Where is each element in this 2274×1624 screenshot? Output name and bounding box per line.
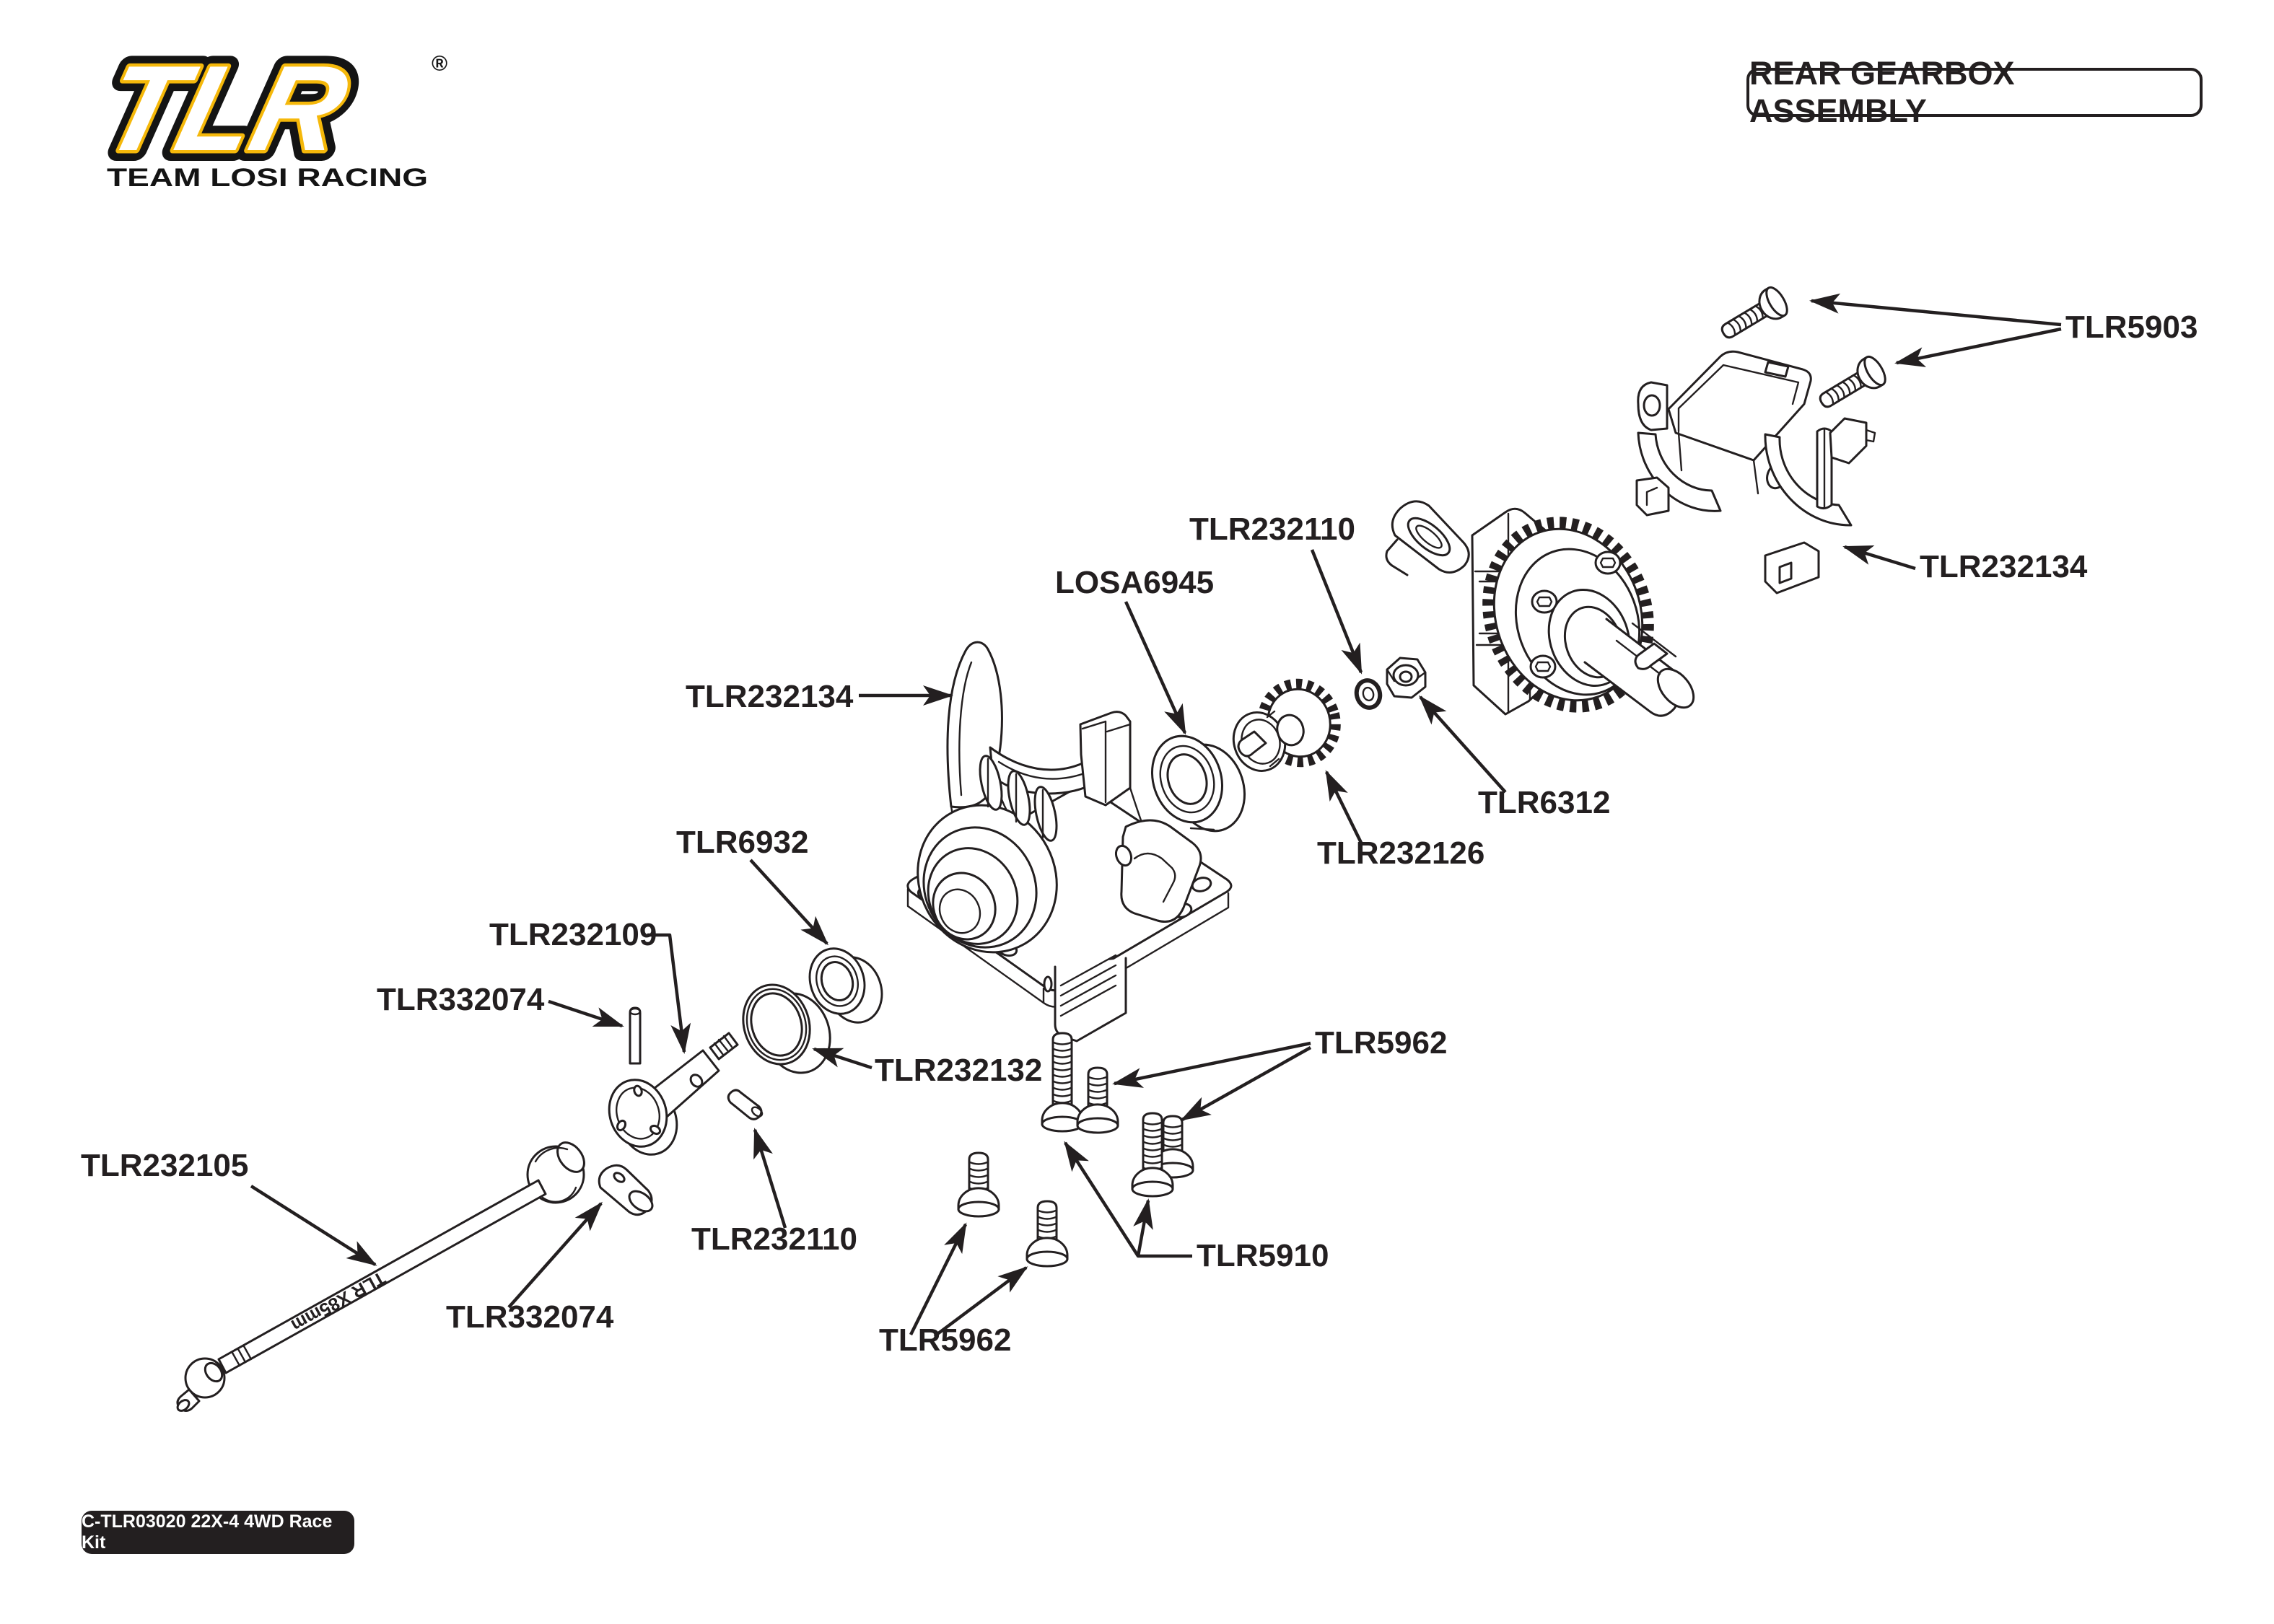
page-title-text: REAR GEARBOX ASSEMBLY xyxy=(1749,55,2015,129)
logo-text: TLR xyxy=(91,42,360,176)
leader-tlr232105-0 xyxy=(250,1185,377,1266)
leader-tlr5910-1 xyxy=(1133,1198,1153,1257)
screw-0 xyxy=(1041,1032,1084,1133)
screw-5 xyxy=(1026,1200,1069,1268)
leader-tlr232110-top-0 xyxy=(1310,549,1363,675)
pin-tlr232110 xyxy=(727,1089,764,1120)
leader-tlr5903-0 xyxy=(1809,293,2062,327)
callout-tlr6312: TLR6312 xyxy=(1478,785,1610,820)
locknut-tlr6312 xyxy=(1386,657,1427,699)
bearing-tlr6932 xyxy=(808,947,883,1024)
leader-tlr6312-0 xyxy=(1419,695,1507,794)
logo-subtext: TEAM LOSI RACING xyxy=(107,164,428,192)
callout-tlr232105: TLR232105 xyxy=(81,1148,248,1183)
screw-angled-1 xyxy=(1819,355,1886,408)
coupler-tlr332074 xyxy=(598,1164,654,1216)
leader-tlr232126-0 xyxy=(1324,770,1363,843)
bearing-losa6945 xyxy=(1150,734,1246,833)
tlr-logo: TLR TLR ® TEAM LOSI RACING xyxy=(80,30,466,201)
pin-tlr332074-top xyxy=(629,1006,642,1065)
callout-tlr232110-top: TLR232110 xyxy=(1189,512,1355,547)
leader-tlr5962-bottom-0 xyxy=(909,1222,968,1336)
shaft-marking: TLR X85mm xyxy=(288,1268,389,1336)
differential-assembly xyxy=(1385,500,1695,717)
callout-tlr5962-top: TLR5962 xyxy=(1315,1025,1447,1061)
screw-3 xyxy=(1131,1112,1174,1198)
callout-tlr232132: TLR232132 xyxy=(875,1053,1042,1088)
callout-tlr232110-bottom: TLR232110 xyxy=(691,1221,857,1257)
part-callouts: TLR5903TLR232134TLR232110LOSA6945TLR2321… xyxy=(81,310,2198,1358)
callout-tlr232126: TLR232126 xyxy=(1317,835,1484,871)
callout-tlr6932: TLR6932 xyxy=(676,825,808,860)
page-title: REAR GEARBOX ASSEMBLY xyxy=(1746,55,2203,129)
callout-tlr232109: TLR232109 xyxy=(489,917,657,952)
leader-tlr232134-right-0 xyxy=(1842,545,1916,571)
screws-group xyxy=(957,286,1886,1268)
gearbox-housing-main xyxy=(906,641,1233,1043)
leader-tlr232132-0 xyxy=(812,1047,873,1070)
logo-text-outline: TLR xyxy=(91,42,360,176)
leader-tlr5962-top-1 xyxy=(1180,1046,1312,1121)
leader-tlr5903-1 xyxy=(1894,327,2062,367)
leader-tlr6932-0 xyxy=(749,859,829,946)
leader-tlr232109-0 xyxy=(647,933,691,1054)
kit-badge-text: C-TLR03020 22X-4 4WD Race Kit xyxy=(82,1511,333,1553)
bushing-tlr232132 xyxy=(742,983,831,1074)
callout-tlr332074-bottom: TLR332074 xyxy=(446,1299,614,1335)
gearbox-half-rear xyxy=(1635,350,1876,594)
leader-tlr232110-bottom-0 xyxy=(753,1128,787,1229)
callout-tlr332074-top: TLR332074 xyxy=(377,982,545,1017)
callout-losa6945: LOSA6945 xyxy=(1055,565,1214,600)
leader-tlr5962-bottom-1 xyxy=(933,1266,1028,1338)
kit-badge: C-TLR03020 22X-4 4WD Race Kit xyxy=(82,1511,354,1554)
leader-tlr332074-bottom-0 xyxy=(507,1201,603,1309)
stub-axle-tlr232109 xyxy=(608,1032,739,1156)
tlr-logo-graphic: TLR TLR ® TEAM LOSI RACING xyxy=(80,30,448,192)
screw-angled-0 xyxy=(1720,286,1788,339)
washer-tlr232110 xyxy=(1354,678,1383,710)
screw-1 xyxy=(1076,1066,1119,1134)
leader-tlr332074-top-0 xyxy=(548,999,624,1028)
screw-4 xyxy=(957,1151,1000,1218)
leader-losa6945-0 xyxy=(1124,601,1187,735)
callout-tlr232134-right: TLR232134 xyxy=(1920,549,2088,584)
callout-tlr5962-bottom: TLR5962 xyxy=(879,1322,1011,1358)
registered-mark-icon: ® xyxy=(432,52,447,76)
leader-tlr5962-top-0 xyxy=(1112,1041,1311,1088)
pinion-gear-tlr232126 xyxy=(1232,678,1341,772)
callout-tlr5903: TLR5903 xyxy=(2065,310,2198,345)
callout-tlr232134-left: TLR232134 xyxy=(686,679,854,714)
leader-arrows xyxy=(250,293,2062,1338)
callout-tlr5910: TLR5910 xyxy=(1197,1238,1329,1273)
